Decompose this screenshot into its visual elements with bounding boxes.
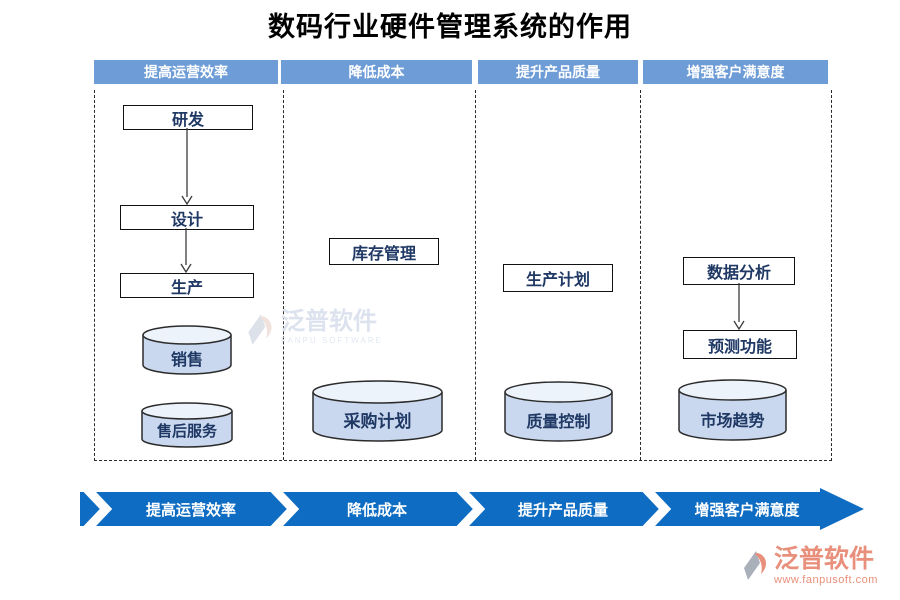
watermark-subtitle: FANPU SOFTWARE: [281, 336, 383, 345]
page-title: 数码行业硬件管理系统的作用: [268, 12, 632, 42]
fanpu-logo-icon-watermark: [248, 314, 272, 345]
fanpu-logo-icon: [744, 551, 767, 580]
diagram-area-border: [94, 90, 832, 461]
banner-step-quality: 提升产品质量: [517, 501, 608, 519]
flow-box-production: 生产: [120, 273, 254, 298]
cylinder-quality-control-label: 质量控制: [526, 414, 591, 431]
flow-box-design: 设计: [120, 205, 254, 230]
banner-step-cost: 降低成本: [346, 501, 407, 519]
cylinder-procurement: 采购计划: [312, 380, 443, 447]
cylinder-quality-control: 质量控制: [504, 381, 613, 447]
cylinder-procurement-label: 采购计划: [343, 412, 412, 431]
column-divider-2: [475, 90, 476, 460]
cylinder-after-sales: 售后服务: [141, 402, 233, 453]
column-header-satisfaction: 增强客户满意度: [643, 60, 828, 84]
flow-box-inventory: 库存管理: [329, 238, 439, 265]
cylinder-sales: 销售: [142, 325, 232, 380]
column-divider-1: [283, 90, 284, 460]
flow-box-rnd: 研发: [123, 105, 253, 130]
banner-step-satisfaction: 增强客户满意度: [694, 501, 800, 519]
flow-box-forecast: 预测功能: [683, 330, 797, 359]
arrow-analysis-to-forecast: [733, 283, 745, 330]
logo-url: www.fanpusoft.com: [774, 574, 878, 586]
cylinder-after-sales-label: 售后服务: [156, 423, 217, 440]
process-banner: [80, 488, 864, 530]
banner-step-efficiency: 提高运营效率: [145, 501, 236, 519]
cylinder-sales-label: 销售: [170, 352, 203, 369]
column-header-efficiency: 提高运营效率: [94, 60, 278, 84]
watermark-name: 泛普软件: [281, 308, 377, 335]
column-header-cost: 降低成本: [281, 60, 472, 84]
arrow-rnd-to-design: [181, 128, 193, 205]
arrow-design-to-production: [180, 228, 192, 273]
column-header-quality: 提升产品质量: [478, 60, 638, 84]
flow-box-data-analysis: 数据分析: [683, 257, 795, 285]
flow-box-production-plan: 生产计划: [503, 264, 613, 292]
logo-name: 泛普软件: [774, 545, 875, 573]
column-divider-3: [640, 90, 641, 460]
cylinder-market-trend: 市场趋势: [678, 379, 787, 446]
cylinder-market-trend-label: 市场趋势: [700, 413, 765, 430]
fanpu-logo: 泛普软件 www.fanpusoft.com: [741, 546, 878, 586]
center-watermark: 泛普软件 FANPU SOFTWARE: [245, 310, 383, 348]
